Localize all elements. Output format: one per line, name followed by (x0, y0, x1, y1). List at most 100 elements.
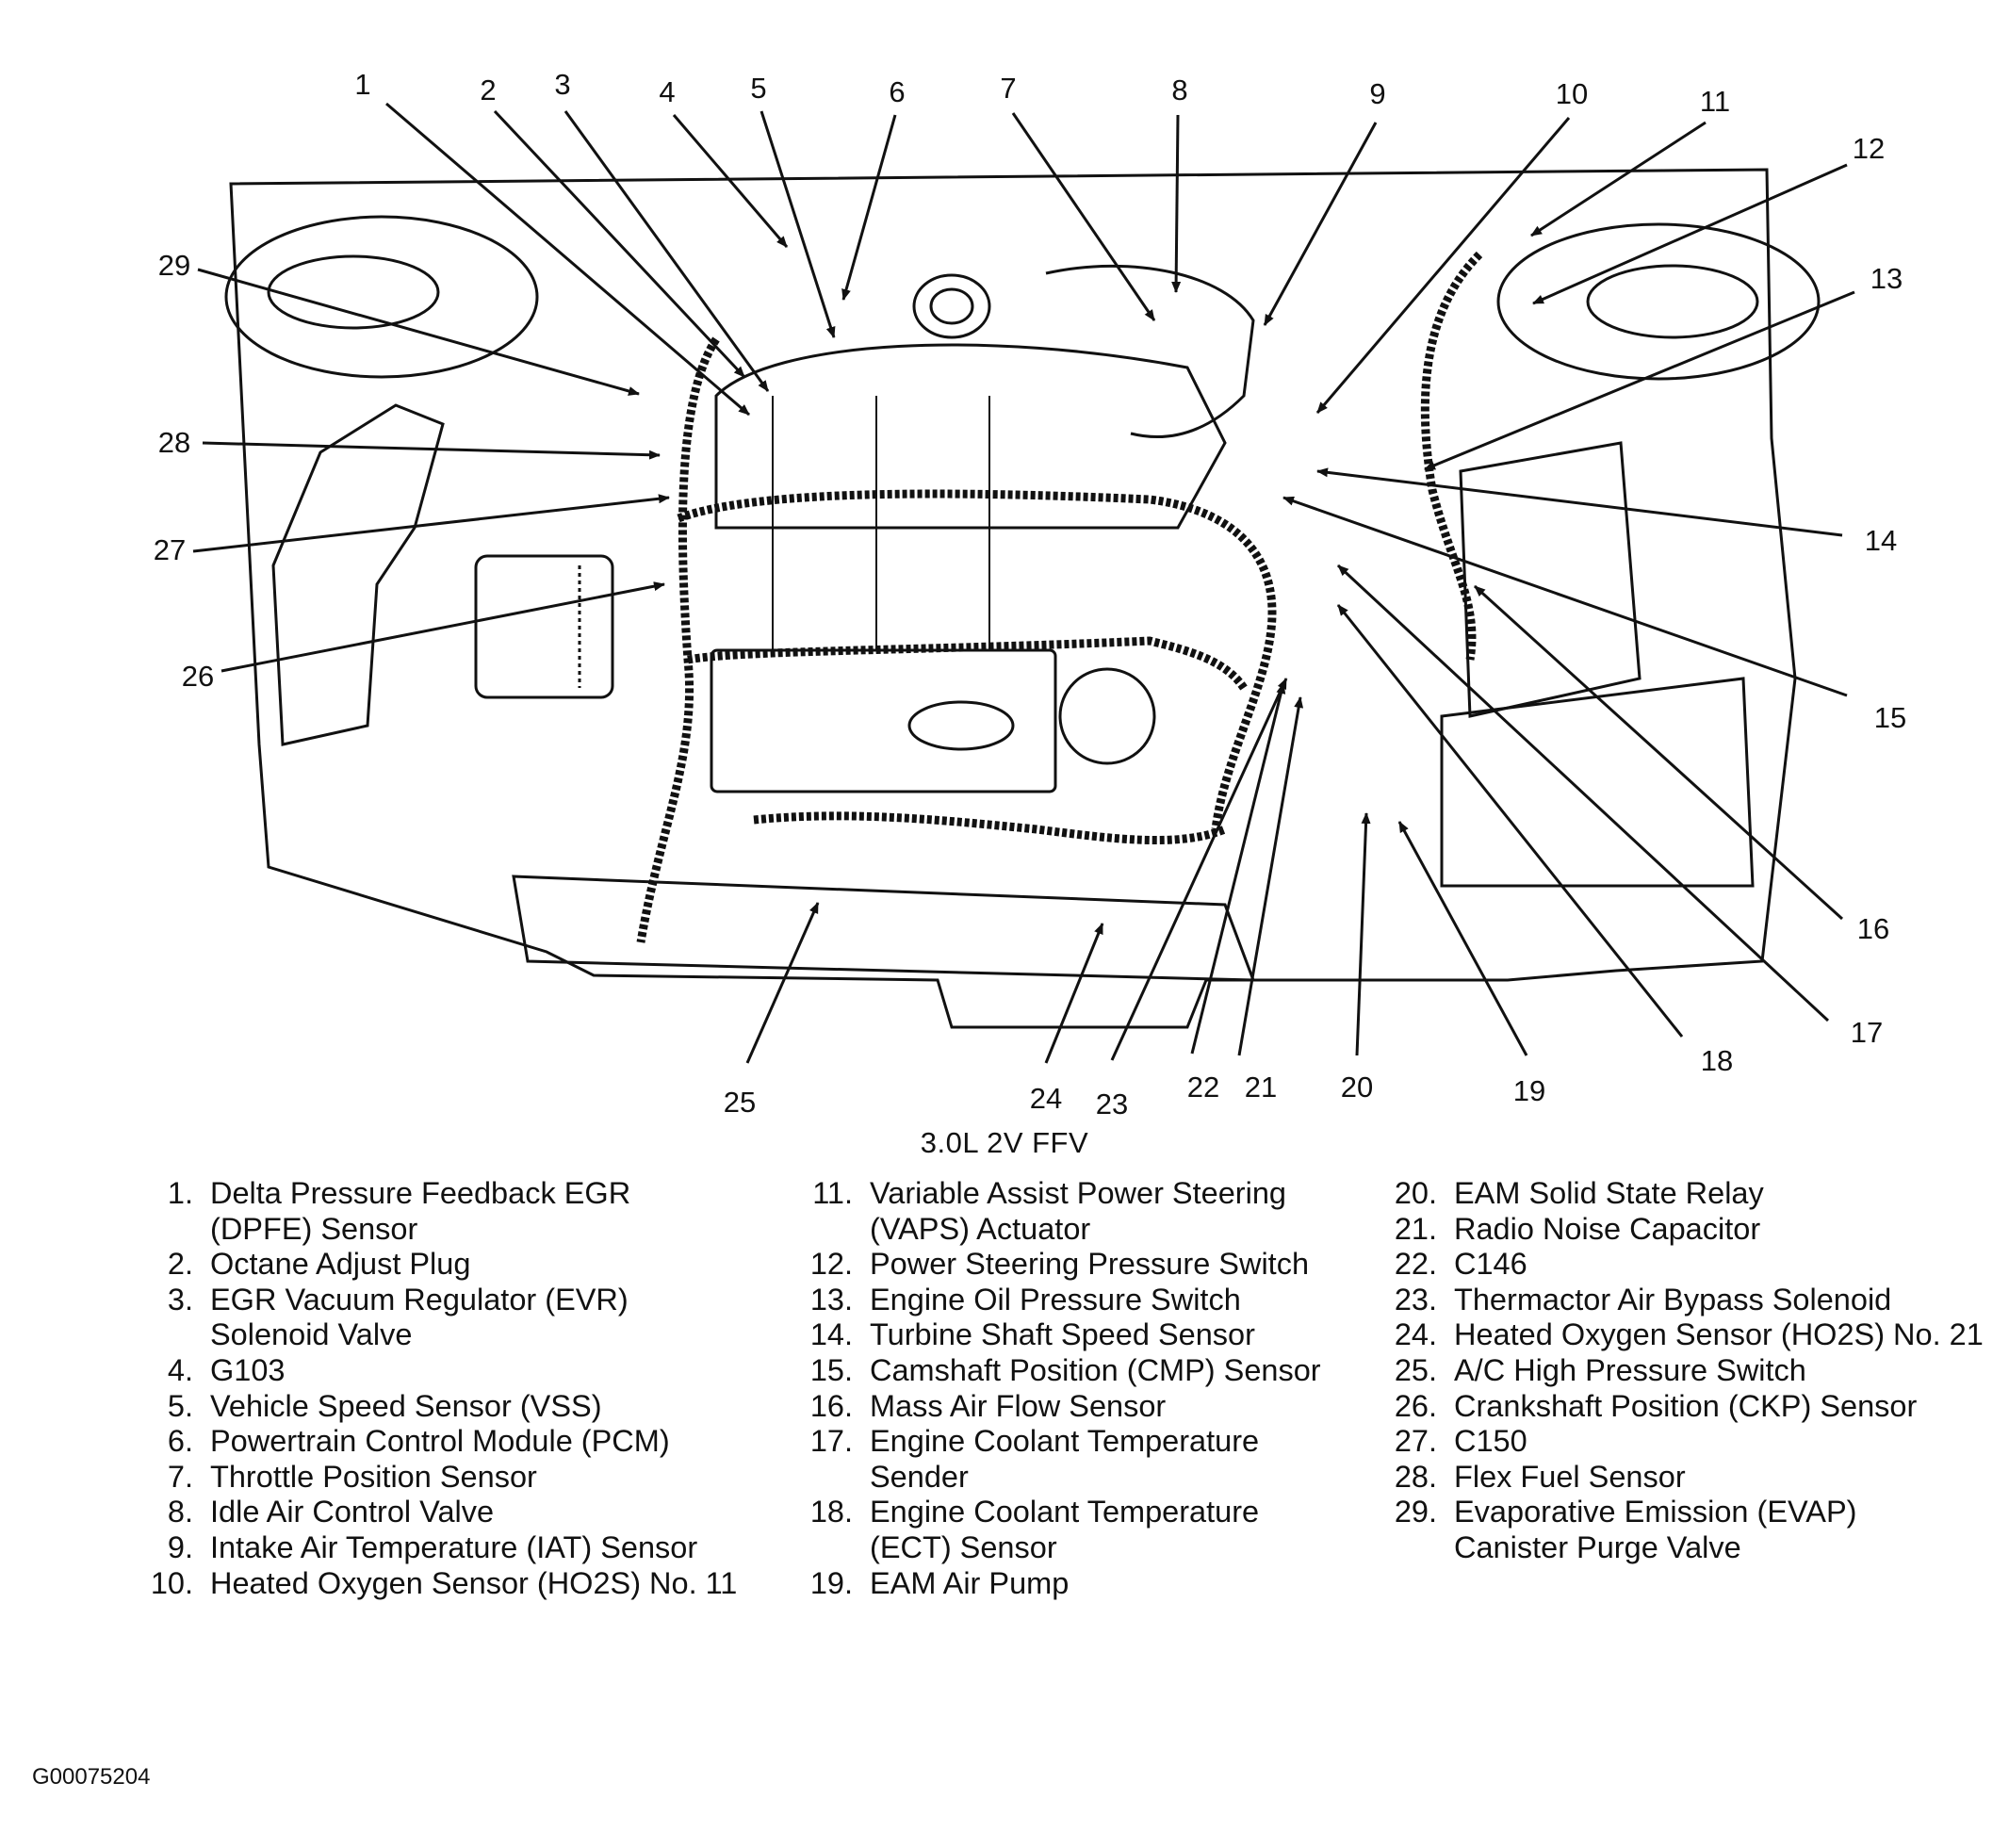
legend-item-22: 22. C146 (1380, 1247, 1984, 1283)
leader-6 (841, 114, 897, 301)
callout-27: 27 (154, 533, 186, 566)
legend-number: 20. (1394, 1176, 1437, 1210)
valve-cover (710, 648, 1057, 793)
legend-text: Engine Coolant Temperature (ECT) Sensor (870, 1495, 1260, 1564)
wiring-harness-lower (687, 636, 1248, 691)
legend-number: 22. (1394, 1247, 1437, 1282)
leader-19 (1397, 821, 1528, 1056)
legend-item-17: 17.Engine Coolant Temperature Sender (796, 1424, 1321, 1495)
leader-11 (1530, 121, 1707, 237)
legend-text: Radio Noise Capacitor (1454, 1211, 1761, 1246)
leader-5 (760, 110, 836, 338)
callout-15: 15 (1874, 701, 1906, 734)
legend-text: C146 (1454, 1247, 1527, 1282)
legend-number: 12. (809, 1247, 853, 1282)
legend-number: 8. (167, 1495, 193, 1529)
legend-item-24: 24. Heated Oxygen Sensor (HO2S) No. 21 (1380, 1317, 1984, 1353)
callout-10: 10 (1556, 77, 1588, 110)
leader-4 (672, 114, 789, 248)
leader-2 (493, 109, 746, 379)
callout-23: 23 (1096, 1088, 1128, 1120)
leader-27 (192, 494, 670, 553)
callout-9: 9 (1369, 77, 1385, 110)
legend-number: 15. (809, 1352, 853, 1387)
legend-number: 28. (1394, 1459, 1437, 1494)
leader-12 (1532, 163, 1848, 305)
leader-1 (385, 102, 750, 417)
legend-item-14: 14. Turbine Shaft Speed Sensor (796, 1317, 1321, 1353)
left-strut-tower (224, 215, 539, 379)
callout-28: 28 (158, 426, 190, 459)
leader-29 (197, 268, 640, 396)
legend-number: 14. (809, 1317, 853, 1352)
oil-filler-cap (1058, 667, 1156, 765)
legend-item-15: 15. Camshaft Position (CMP) Sensor (796, 1353, 1321, 1389)
legend-text: Variable Assist Power Steering (VAPS) Ac… (870, 1176, 1286, 1246)
right-strut-cap (1586, 264, 1759, 339)
legend-number: 27. (1394, 1424, 1437, 1459)
legend-text: Heated Oxygen Sensor (HO2S) No. 11 (210, 1565, 738, 1600)
callout-20: 20 (1341, 1071, 1373, 1104)
ford-logo-oval (907, 700, 1015, 751)
legend-number: 17. (809, 1424, 853, 1459)
right-strut-tower (1496, 222, 1821, 381)
hood-outline (229, 168, 1797, 1029)
left-strut-cap (267, 254, 440, 330)
leader-23 (1110, 678, 1288, 1061)
callout-26: 26 (182, 660, 214, 693)
legend-item-25: 25.A/C High Pressure Switch (1380, 1353, 1984, 1389)
legend-item-28: 28.Flex Fuel Sensor (1380, 1460, 1984, 1496)
callout-19: 19 (1513, 1074, 1545, 1107)
figure-id: G00075204 (32, 1764, 151, 1790)
front-crossmember (512, 875, 1256, 982)
callout-18: 18 (1701, 1044, 1733, 1077)
legend-item-27: 27. C150 (1380, 1424, 1984, 1460)
legend-text: C150 (1454, 1424, 1527, 1459)
wiring-harness (677, 489, 1277, 830)
legend-item-5: 5.Vehicle Speed Sensor (VSS) (127, 1389, 737, 1425)
legend-column-1: 1.Delta Pressure Feedback EGR (DPFE) Sen… (127, 1176, 738, 1601)
legend-text: Heated Oxygen Sensor (HO2S) No. 21 (1454, 1317, 1984, 1352)
leader-10 (1315, 117, 1571, 414)
legend-text: Camshaft Position (CMP) Sensor (870, 1352, 1321, 1387)
leader-13 (1424, 290, 1855, 471)
legend-number: 10. (150, 1565, 193, 1600)
callout-11: 11 (1700, 85, 1730, 118)
legend-number: 19. (809, 1565, 853, 1600)
legend-text: Power Steering Pressure Switch (870, 1247, 1310, 1282)
legend-text: Mass Air Flow Sensor (870, 1388, 1167, 1423)
leader-16 (1473, 584, 1844, 921)
intake-manifold (714, 343, 1227, 530)
legend-number: 24. (1394, 1317, 1437, 1352)
leader-7 (1011, 112, 1156, 321)
legend-column-2: 11.Variable Assist Power Steering (VAPS)… (796, 1176, 1321, 1601)
legend-item-7: 7.Throttle Position Sensor (127, 1460, 737, 1496)
leader-lines (192, 102, 1855, 1064)
legend-item-16: 16. Mass Air Flow Sensor (796, 1389, 1321, 1425)
callout-29: 29 (158, 249, 190, 282)
leader-21 (1237, 696, 1304, 1056)
legend-text: Engine Oil Pressure Switch (870, 1282, 1241, 1316)
callout-13: 13 (1870, 262, 1903, 295)
callout-1: 1 (354, 68, 370, 101)
legend-number: 16. (809, 1388, 853, 1423)
legend-text: Turbine Shaft Speed Sensor (870, 1317, 1255, 1352)
throttle-body (912, 273, 991, 339)
leader-18 (1336, 604, 1684, 1038)
engine-bay-drawing (224, 168, 1821, 1029)
legend-number: 1. (167, 1176, 193, 1210)
legend-text: Vehicle Speed Sensor (VSS) (210, 1388, 602, 1423)
callout-4: 4 (659, 75, 675, 108)
legend-text: G103 (210, 1352, 286, 1387)
diagram-caption: 3.0L 2V FFV (920, 1126, 1089, 1159)
battery-box (1440, 677, 1755, 888)
alternator (474, 554, 614, 699)
legend-text: Crankshaft Position (CKP) Sensor (1454, 1388, 1918, 1423)
leader-26 (220, 581, 665, 673)
leader-20 (1355, 812, 1371, 1056)
legend-item-12: 12. Power Steering Pressure Switch (796, 1247, 1321, 1283)
legend-item-3: 3.EGR Vacuum Regulator (EVR) Solenoid Va… (127, 1283, 737, 1353)
leader-25 (745, 902, 820, 1064)
legend-number: 21. (1394, 1211, 1437, 1246)
legend-item-6: 6.Powertrain Control Module (PCM) (127, 1424, 737, 1460)
